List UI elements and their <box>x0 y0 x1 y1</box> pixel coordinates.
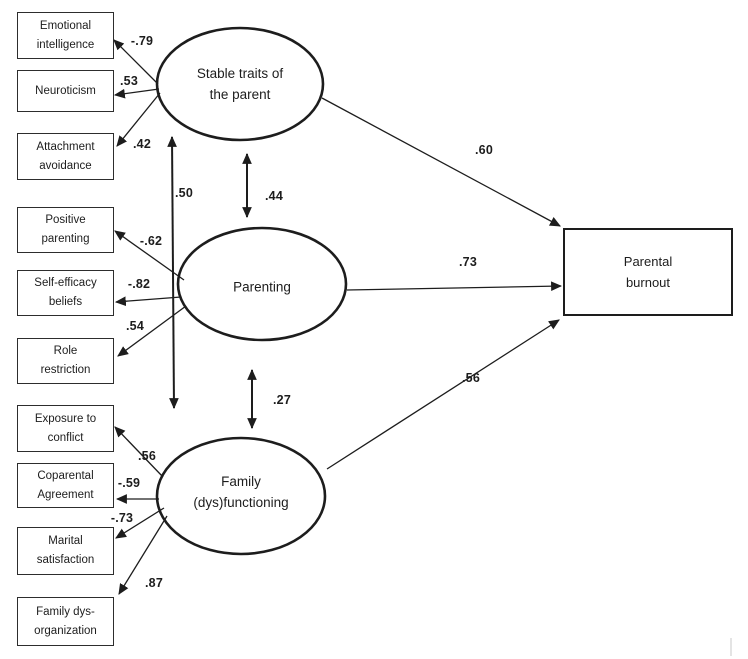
outcome-box-parental-burnout: Parental burnout <box>563 228 733 316</box>
path-value-stable-traits-to-burnout: .60 <box>475 143 493 157</box>
loading-arrow-neuroticism <box>113 88 160 99</box>
loading-value-attachment-avoidance: .42 <box>133 137 151 151</box>
indicator-label: Self-efficacy beliefs <box>34 277 97 308</box>
loading-value-role-restriction: .54 <box>126 319 144 333</box>
loading-arrow-attachment-avoidance <box>116 92 161 147</box>
indicator-label: Positive parenting <box>41 214 90 245</box>
indicator-box-family-dysorganization: Family dys- organization <box>17 597 114 646</box>
covariance-value-parenting-family: .27 <box>273 393 291 407</box>
indicator-label: Role restriction <box>40 345 91 376</box>
path-arrow-parenting-to-burnout <box>346 281 563 292</box>
path-value-parenting-to-burnout: .73 <box>459 255 477 269</box>
loading-value-exposure-to-conflict: .56 <box>138 449 156 463</box>
indicator-box-attachment-avoidance: Attachment avoidance <box>17 133 114 180</box>
indicator-box-marital-satisfaction: Marital satisfaction <box>17 527 114 575</box>
indicator-label: Neuroticism <box>35 84 96 97</box>
loading-value-positive-parenting: -.62 <box>139 234 163 248</box>
outcome-label: Parental burnout <box>623 254 673 290</box>
indicator-label: Attachment avoidance <box>36 140 95 172</box>
indicator-box-positive-parenting: Positive parenting <box>17 207 114 253</box>
indicator-box-emotional-intelligence: Emotional intelligence <box>17 12 114 59</box>
loading-value-marital-satisfaction: -.73 <box>110 511 134 525</box>
loading-value-self-efficacy-beliefs: -.82 <box>127 277 151 291</box>
path-arrow-family-to-burnout <box>326 319 560 470</box>
latent-label-parenting: Parenting <box>233 279 291 295</box>
indicator-box-neuroticism: Neuroticism <box>17 70 114 112</box>
latent-ellipse-family-dysfunctioning <box>155 436 327 556</box>
loading-arrow-exposure-to-conflict <box>114 426 164 478</box>
loading-value-emotional-intelligence: -.79 <box>130 34 154 48</box>
indicator-label: Emotional intelligence <box>36 19 95 51</box>
loading-value-coparental-agreement: -.59 <box>117 476 141 490</box>
loading-arrow-marital-satisfaction <box>115 507 165 539</box>
indicator-box-self-efficacy-beliefs: Self-efficacy beliefs <box>17 270 114 316</box>
latent-ellipse-stable-traits <box>155 26 325 142</box>
edge-artifact <box>730 638 732 656</box>
indicator-box-role-restriction: Role restriction <box>17 338 114 384</box>
covariance-arrow-stable-family <box>167 135 179 410</box>
indicator-label: Marital satisfaction <box>36 535 95 566</box>
indicator-box-coparental-agreement: Coparental Agreement <box>17 463 114 508</box>
path-arrow-stable-traits-to-burnout <box>321 97 561 227</box>
loading-value-neuroticism: .53 <box>120 74 138 88</box>
indicator-label: Coparental Agreement <box>37 469 94 501</box>
latent-label-stable-traits: Stable traits of the parent <box>196 66 284 102</box>
path-value-family-to-burnout: .56 <box>462 371 480 385</box>
indicator-label: Exposure to conflict <box>34 412 97 444</box>
indicator-box-exposure-to-conflict: Exposure to conflict <box>17 405 114 452</box>
covariance-value-stable-family: .50 <box>175 186 193 200</box>
loading-arrow-family-dysorganization <box>118 515 168 595</box>
loading-value-family-dysorganization: .87 <box>145 576 163 590</box>
covariance-value-stable-parenting: .44 <box>265 189 283 203</box>
latent-label-family-dysfunctioning: Family (dys)functioning <box>193 474 289 510</box>
indicator-label: Family dys- organization <box>34 605 97 637</box>
loading-arrow-emotional-intelligence <box>113 39 159 85</box>
loading-arrow-self-efficacy-beliefs <box>114 296 182 307</box>
